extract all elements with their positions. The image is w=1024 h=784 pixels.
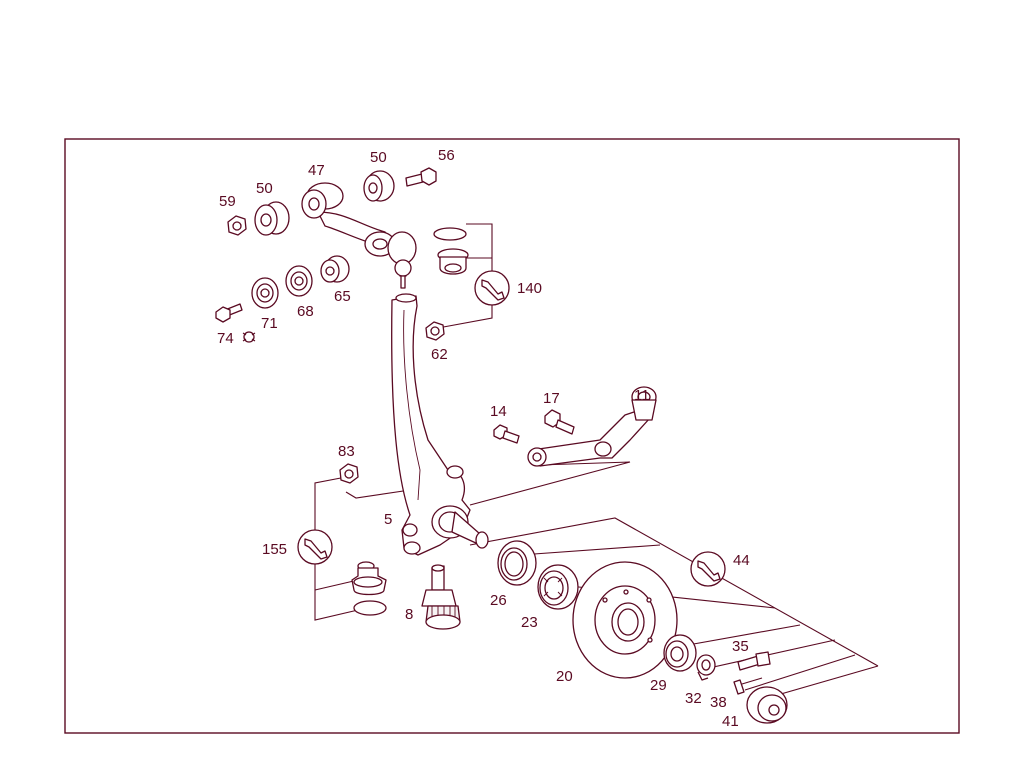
label-74: 74: [217, 330, 234, 347]
reuse-ring-icon: [242, 331, 256, 343]
wrench-icon-44: [690, 551, 726, 587]
label-71: 71: [261, 315, 278, 332]
label-8: 8: [405, 606, 413, 623]
label-5: 5: [384, 511, 392, 528]
label-17: 17: [543, 390, 560, 407]
lower-cotter: [353, 600, 387, 616]
nut-83: [339, 463, 359, 484]
wrench-icon: [474, 270, 510, 306]
label-29: 29: [650, 677, 667, 694]
label-83: 83: [338, 443, 355, 460]
label-44: 44: [733, 552, 750, 569]
upper-control-arm-47: [301, 182, 417, 289]
label-62: 62: [431, 346, 448, 363]
nut-62: [425, 321, 445, 341]
part-number-labels: 59 50 47 50 56 65 68 71 74 62 140 14 17 …: [217, 147, 750, 730]
ball-joint-8: [421, 564, 461, 630]
label-65: 65: [334, 288, 351, 305]
label-68: 68: [297, 303, 314, 320]
diagram-frame: [64, 138, 960, 734]
washer-65: [320, 255, 350, 283]
label-11: 11: [634, 387, 650, 404]
bolt-17: [544, 409, 575, 435]
lower-ball-joint-cap: [351, 561, 387, 596]
label-56: 56: [438, 147, 455, 164]
label-41: 41: [722, 713, 739, 730]
nut-59: [227, 215, 247, 236]
bushing-50-left: [254, 201, 290, 236]
label-38: 38: [710, 694, 727, 711]
label-23: 23: [521, 614, 538, 631]
label-26: 26: [490, 592, 507, 609]
label-140: 140: [517, 280, 542, 297]
cotter-ring: [433, 227, 467, 241]
washer-71: [251, 277, 279, 309]
wrench-icon-155: [297, 529, 333, 565]
bearing-23: [537, 564, 579, 610]
washer-68: [285, 265, 313, 297]
bolt-74: [215, 303, 243, 323]
label-32: 32: [685, 690, 702, 707]
label-50-left: 50: [256, 180, 273, 197]
label-50-right: 50: [370, 149, 387, 166]
steering-arm-11: [527, 386, 657, 467]
washer-32: [696, 654, 716, 681]
seal-26: [497, 540, 537, 586]
label-35: 35: [732, 638, 749, 655]
label-59: 59: [219, 193, 236, 210]
bolt-35: [737, 651, 771, 671]
cotter-pin-38: [733, 677, 763, 695]
brake-disc-20: [572, 561, 678, 679]
hub-cap-41: [746, 686, 788, 724]
bushing-50-right: [363, 170, 395, 202]
label-155: 155: [262, 541, 287, 558]
steering-knuckle-5: [391, 293, 489, 556]
bolt-56: [405, 167, 437, 187]
label-47: 47: [308, 162, 325, 179]
bolt-14: [493, 424, 520, 444]
ball-joint-cap: [437, 248, 469, 275]
label-14: 14: [490, 403, 507, 420]
label-20: 20: [556, 668, 573, 685]
bearing-29: [663, 634, 697, 672]
